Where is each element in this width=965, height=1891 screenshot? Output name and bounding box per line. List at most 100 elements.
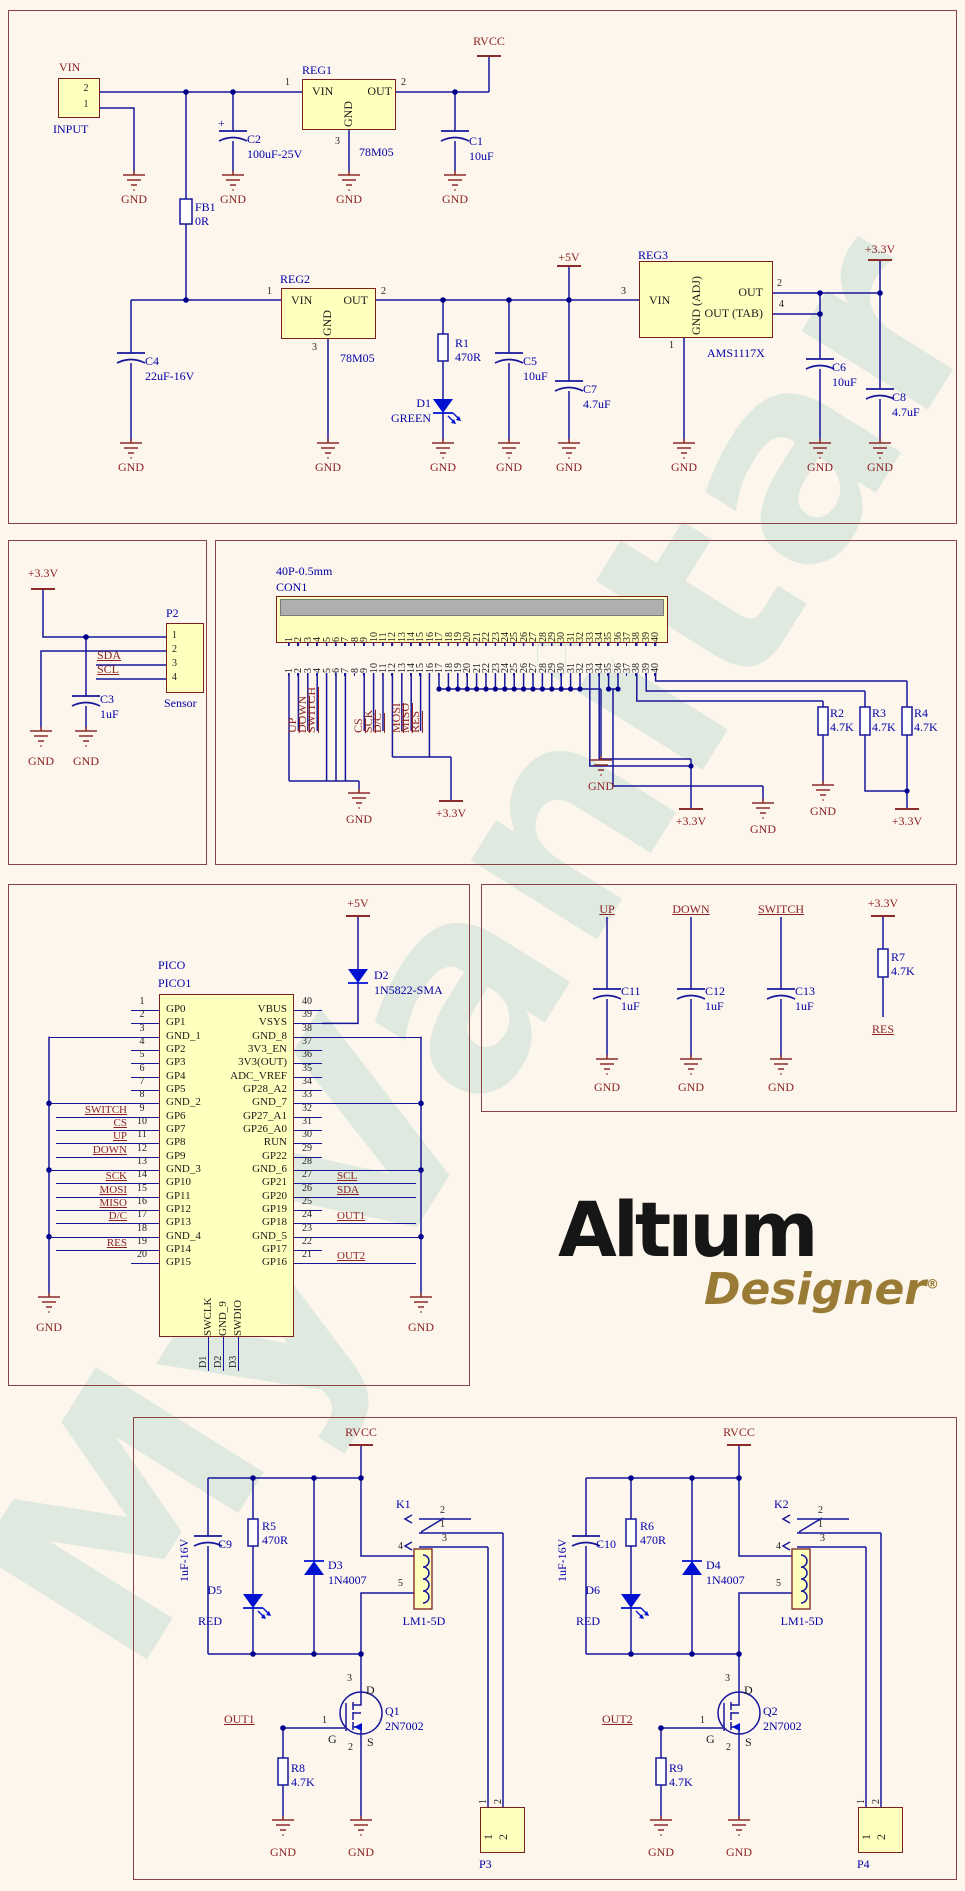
- pin-number: 23: [302, 1222, 312, 1234]
- cap-ref: C12: [705, 984, 726, 998]
- pin-name: GP8: [166, 1136, 186, 1149]
- pin-net-label: DOWN: [92, 1143, 127, 1156]
- con1-stub-number: 15: [415, 646, 426, 673]
- flyback-diode-val: 1N4007: [328, 1573, 367, 1587]
- out-net-label: OUT2: [602, 1712, 633, 1726]
- con1-stub-number: 19: [453, 646, 464, 673]
- out-net-label: OUT1: [224, 1712, 255, 1726]
- pin-net-label: SWITCH: [84, 1103, 127, 1116]
- con1-pin-number: 40: [650, 632, 662, 642]
- con1-pin-number-cell: 38: [631, 618, 642, 642]
- c3-val: 1uF: [100, 707, 119, 721]
- pin-name: GP0: [166, 1003, 186, 1015]
- reg2-pin-vin: VIN: [291, 293, 313, 307]
- reg1-part: [302, 79, 396, 130]
- pico-bottom-pin: SWDIO D3: [228, 1250, 246, 1380]
- pico-pin-row: 6 GP4: [9, 1063, 249, 1084]
- contact-pin3: 3: [820, 1533, 825, 1544]
- con1-pin-number: 12: [387, 632, 399, 642]
- pico-pin-row: UP 11 GP8: [9, 1130, 249, 1150]
- con1-pin-number: 35: [603, 632, 615, 642]
- pico-pin-row: DOWN 12 GP9: [9, 1143, 249, 1164]
- con1-stub-number: 31: [565, 646, 577, 673]
- pin-number: 27: [302, 1169, 312, 1181]
- mosfet-pin3: 3: [725, 1673, 730, 1684]
- pin-stub: [131, 1183, 159, 1185]
- registered-mark: ®: [926, 1277, 939, 1293]
- pin-name: GP4: [166, 1069, 186, 1082]
- pin-name: GP18: [261, 1216, 287, 1229]
- con1-pin-stub-cell: 11: [377, 643, 389, 677]
- con1-type: 40P-0.5mm: [276, 564, 333, 578]
- relay-channel: RVCC 1uF-16V C10 R6 470R D6 RED D4 1N400…: [554, 1418, 954, 1879]
- pin-name: ADC_VREF: [230, 1069, 287, 1082]
- con1-stub-number: 40: [650, 646, 661, 673]
- reg1-part-number: 78M05: [359, 145, 394, 159]
- gnd-label: GND: [678, 1080, 704, 1094]
- pin-stub: [131, 1196, 159, 1198]
- sda-net-label: SDA: [97, 648, 122, 662]
- channel-wire-layer: [571, 1444, 882, 1836]
- pico-pin-row: GP16 21 OUT2: [169, 1250, 469, 1270]
- c5-val: 10uF: [523, 369, 548, 383]
- net-wire: [56, 1249, 131, 1251]
- con1-pin-number-cell: 1: [284, 618, 295, 642]
- pico-pin-row: GND_7 33: [169, 1090, 469, 1110]
- pin-name: GP15: [166, 1256, 192, 1269]
- pico-right-pins: VBUS 40 VSYS 39 GND_8: [169, 996, 469, 1271]
- pin-number: 17: [137, 1209, 147, 1221]
- coil-pin5: 5: [776, 1578, 781, 1589]
- p33v-label: +3.3V: [867, 896, 899, 910]
- vin-pin1: 1: [83, 99, 89, 110]
- reg2-ref: REG2: [280, 272, 310, 286]
- con1-stub-number: 17: [434, 646, 445, 673]
- pin-stub: [131, 1116, 159, 1118]
- con1-pin-stub-cell: 9: [359, 643, 370, 677]
- con1-pin-number-cell: 29: [547, 618, 558, 642]
- net-wire: [322, 1263, 416, 1265]
- pico-pin-row: MISO 16 GP12: [9, 1196, 249, 1217]
- pin-stub: [131, 1263, 159, 1265]
- con1-pin-number-cell: 7: [340, 618, 351, 642]
- sensor-section: +3.3V P2 1 2 3 4 Sensor SDA SCL C3 1uF G…: [8, 540, 207, 865]
- con1-pin-number-cell: 22: [481, 618, 492, 642]
- pout-pin1-number: 1: [856, 1799, 867, 1804]
- sensor-wire-layer: [29, 588, 166, 747]
- net-wire: [56, 1183, 131, 1185]
- r3-ref: R3: [872, 706, 887, 720]
- reg3-ref: REG3: [638, 248, 668, 262]
- gnd-wire: [49, 1169, 131, 1171]
- reg1-n1: 1: [285, 77, 290, 88]
- pin-number: 40: [302, 996, 312, 1007]
- column-wire-layer: [766, 917, 796, 1075]
- r4-val: 4.7K: [914, 720, 938, 734]
- led-ref: D5: [207, 1583, 222, 1597]
- dc-net-label: D/C: [370, 712, 384, 733]
- contact-pin1: 1: [818, 1519, 823, 1530]
- contact-pin1: 1: [440, 1519, 445, 1530]
- pin-stub: [294, 1063, 322, 1065]
- d1-ref: D1: [416, 396, 431, 410]
- reg1-pin-vin: VIN: [312, 84, 334, 98]
- con1-pin-stub-cell: 27: [528, 643, 539, 677]
- con1-pin-stub-cell: 35: [603, 643, 614, 677]
- pico-bottom-pin: SWCLK D1: [198, 1250, 216, 1380]
- con1-pin-stub-cell: 1: [284, 643, 295, 677]
- pico-pin-row: GP20 26 SDA: [169, 1183, 469, 1204]
- pout-pin2-number: 2: [871, 1799, 882, 1804]
- relay-part-number: LM1-5D: [402, 1614, 446, 1628]
- con1-stub-number: 30: [556, 646, 567, 673]
- pico-pin-row: 20 GP15: [9, 1250, 249, 1270]
- pin-number: 38: [302, 1022, 312, 1034]
- con1-stub-number: 38: [631, 646, 642, 673]
- pin-name: VSYS: [258, 1016, 287, 1029]
- gnd-label: GND: [348, 1845, 374, 1859]
- con1-pin-number-cell: 16: [425, 618, 436, 642]
- con1-pin-number: 11: [377, 632, 389, 642]
- net-wire: [56, 1209, 131, 1211]
- con1-stub-number: 5: [321, 646, 333, 673]
- r1-ref: R1: [455, 336, 470, 350]
- pico-left-pins: 1 GP0 2 GP1 3: [9, 996, 249, 1271]
- reg3-n2: 2: [777, 278, 782, 289]
- con1-pin-number-cell: 30: [556, 618, 567, 642]
